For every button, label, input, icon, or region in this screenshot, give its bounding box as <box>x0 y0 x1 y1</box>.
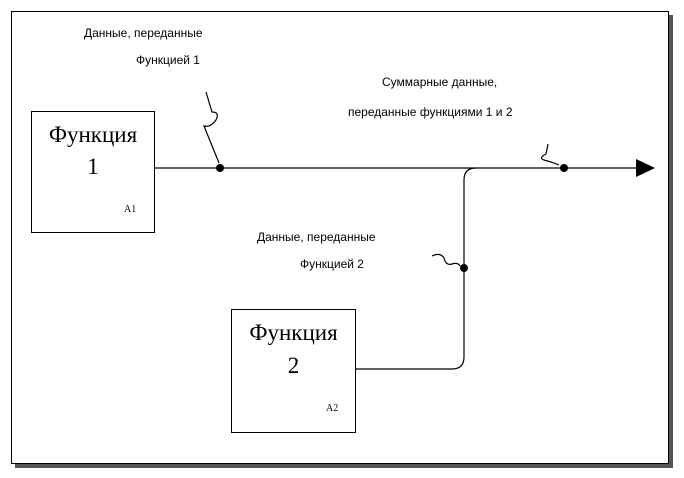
function-2-number: 2 <box>287 353 300 378</box>
function-1-code: A1 <box>124 204 137 215</box>
function-2-code: A2 <box>326 403 339 414</box>
function1-data-label-line2: Функцией 1 <box>136 53 200 67</box>
sum-data-label-line2: переданные функциями 1 и 2 <box>348 105 513 119</box>
function2-data-label-line1: Данные, переданные <box>257 230 376 244</box>
function1-data-label-line1: Данные, переданные <box>84 26 203 40</box>
function-1-title: Функция <box>48 122 138 147</box>
sum-data-label-line1: Суммарные данные, <box>382 75 498 89</box>
function2-data-label-line2: Функцией 2 <box>300 257 364 271</box>
function-2-title: Функция <box>249 320 338 345</box>
function-block-2: Функция 2 A2 <box>231 309 356 433</box>
function-block-1: Функция 1 A1 <box>31 111 155 233</box>
function-1-number: 1 <box>87 154 99 179</box>
